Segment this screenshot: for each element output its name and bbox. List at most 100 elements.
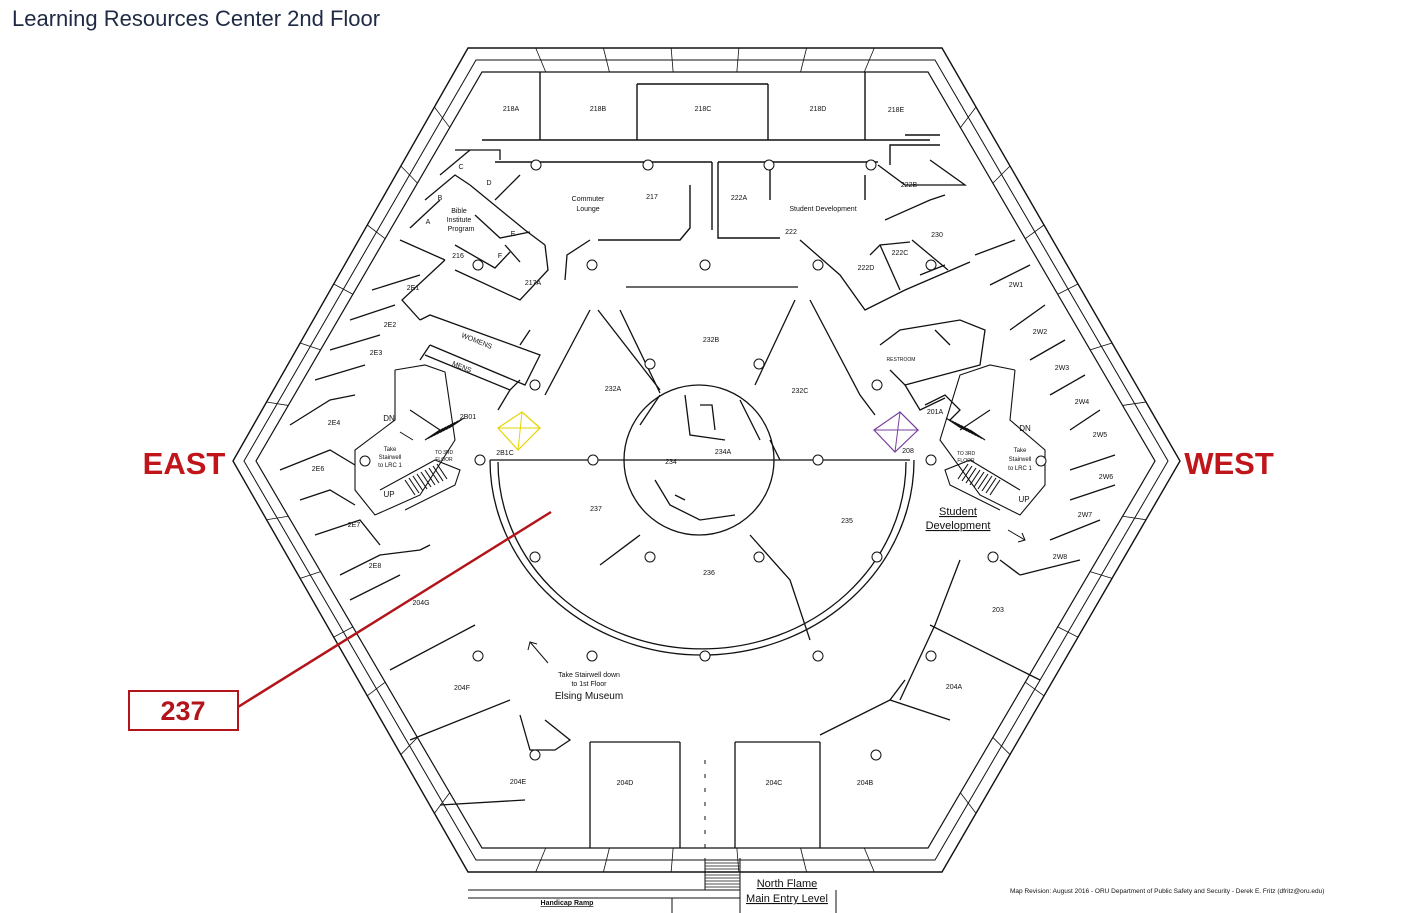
north-rooms	[482, 72, 940, 241]
room-label: 2B1C	[496, 450, 514, 457]
mullion	[863, 847, 875, 873]
stair-step	[416, 473, 428, 490]
room-label: 2W5	[1093, 432, 1108, 439]
east-stair-to3-1: TO 3RD	[435, 450, 454, 456]
stair-step	[408, 477, 420, 494]
west-stair-to3-2: FLOOR	[957, 458, 975, 464]
stair-step	[981, 475, 993, 492]
outer-wall	[232, 47, 1181, 873]
room-label: 232C	[792, 388, 809, 395]
column	[812, 454, 824, 466]
columns	[359, 159, 1047, 761]
stair-step	[945, 417, 962, 429]
north-flame-label: North Flame	[757, 878, 818, 890]
room-label: 2W2	[1033, 329, 1048, 336]
student-development-area-2: Development	[926, 520, 991, 532]
window-mullions	[266, 47, 1147, 873]
west-stair-take-2: Stairwell	[1009, 457, 1032, 463]
column	[642, 159, 654, 171]
room-label: 2E3	[370, 350, 383, 357]
room-label: 2E1	[407, 285, 420, 292]
room-label: 2W7	[1078, 512, 1093, 519]
east-stair-up: UP	[383, 490, 394, 499]
mullion	[603, 847, 610, 873]
label-commuter-lounge-2: Lounge	[576, 206, 599, 213]
column	[925, 259, 937, 271]
mullion	[800, 47, 807, 73]
column	[586, 650, 598, 662]
entry-stairs	[705, 859, 740, 888]
column	[587, 454, 599, 466]
room-label: 204E	[510, 779, 527, 786]
room-label: 2E8	[369, 563, 382, 570]
column	[987, 551, 999, 563]
label-restroom: RESTROOM	[887, 357, 916, 363]
room-label: 237	[590, 506, 602, 513]
west-stair-take-3: to LRC 1	[1008, 466, 1032, 472]
main-entry-label: Main Entry Level	[746, 893, 828, 905]
mullion	[1025, 681, 1045, 697]
room-label: 222A	[731, 195, 748, 202]
room-label: F	[498, 253, 502, 260]
column	[1035, 455, 1047, 467]
room-label: 204G	[412, 600, 429, 607]
column	[870, 749, 882, 761]
west-stair-up: UP	[1018, 495, 1029, 504]
column	[812, 259, 824, 271]
room-label: 203	[992, 607, 1004, 614]
handicap-ramp-label: Handicap Ramp	[541, 900, 594, 907]
bible-institute-suite	[399, 149, 591, 301]
room-label: 204A	[946, 684, 963, 691]
east-direction: EAST	[143, 446, 226, 481]
mullion	[670, 847, 674, 873]
mullion	[333, 283, 354, 295]
room-label: 2E2	[384, 322, 397, 329]
column	[763, 159, 775, 171]
restrooms-east	[419, 314, 541, 411]
column	[871, 551, 883, 563]
elevator-west	[873, 410, 920, 453]
mullion	[367, 224, 386, 240]
column	[644, 551, 656, 563]
room-label: 222C	[892, 250, 909, 257]
label-student-development-room: Student Development	[789, 206, 856, 213]
stair-step	[432, 465, 444, 482]
column	[865, 159, 877, 171]
room-label: 2E4	[328, 420, 341, 427]
column	[530, 159, 542, 171]
mullion	[333, 626, 354, 638]
stair-step	[965, 467, 977, 484]
room-label: 204C	[766, 780, 783, 787]
mullion	[1090, 342, 1113, 351]
student-development-suite	[799, 159, 1116, 576]
stair-step	[985, 477, 997, 494]
column	[871, 379, 883, 391]
room-label: 217	[646, 194, 658, 201]
label-bible-2: Institute	[447, 217, 472, 224]
column	[699, 650, 711, 662]
room-label: 2E7	[348, 522, 361, 529]
room-label: 232B	[703, 337, 720, 344]
column	[925, 650, 937, 662]
room-label: 204F	[454, 685, 470, 692]
mullion	[1057, 626, 1079, 638]
room-label: 218E	[888, 107, 905, 114]
room-label: 2W3	[1055, 365, 1070, 372]
mullion	[800, 847, 807, 873]
callout-box	[128, 690, 239, 731]
column	[529, 379, 541, 391]
mullion	[1025, 224, 1045, 240]
west-direction: WEST	[1184, 446, 1274, 481]
room-label: 201A	[927, 409, 944, 416]
window-line	[243, 59, 1169, 861]
room-label: D	[486, 180, 491, 187]
mullion	[863, 47, 875, 73]
room-label: 204D	[617, 780, 634, 787]
east-stair-take-1: Take	[384, 447, 397, 453]
student-development-area-1: Student	[939, 506, 977, 518]
south-rooms	[519, 559, 1041, 848]
room-label: 2W1	[1009, 282, 1024, 289]
mullion	[400, 737, 418, 755]
room-label: 218C	[695, 106, 712, 113]
